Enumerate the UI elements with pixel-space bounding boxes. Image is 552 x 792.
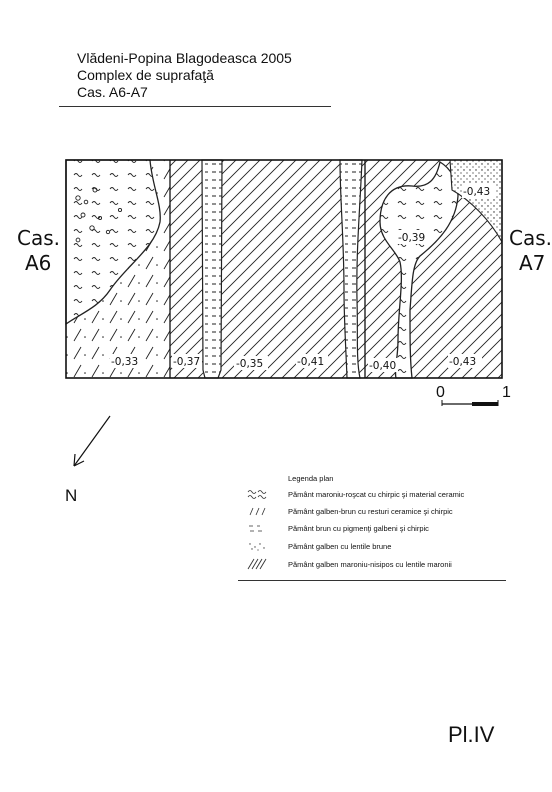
a7-pit-fill	[380, 162, 458, 378]
plan-frame	[65, 159, 503, 379]
plate-number: Pl.IV	[448, 722, 495, 747]
depth-label-6: -0,43	[449, 356, 476, 368]
header-rule	[59, 106, 331, 107]
depth-label-4: -0,41	[297, 356, 324, 368]
depth-label-2: -0,37	[173, 356, 200, 368]
depth-label-7: -0,39	[398, 232, 425, 244]
trench-strip-2-fill	[340, 160, 362, 378]
depth-label-5: -0,40	[369, 360, 396, 372]
left-cas-text: Cas.	[17, 226, 60, 250]
a6-sherds	[75, 187, 123, 243]
dot-symbol-icon	[249, 543, 265, 551]
wave-symbol-icon	[247, 490, 267, 499]
title-block: Vlădeni-Popina Blagodeasca 2005 Complex …	[77, 50, 292, 101]
a6-wavy-fill	[66, 160, 161, 324]
a7-corner-fill	[450, 160, 502, 242]
legend-title: Legenda plan	[288, 474, 334, 483]
scale-start: 0	[436, 384, 445, 401]
legend-item: Pământ galben cu lentile brune	[246, 540, 391, 552]
dash-symbol-icon	[249, 507, 266, 516]
north-arrow-icon	[73, 415, 111, 467]
right-house-label: Cas. A7	[509, 226, 552, 276]
scale-end: 1	[502, 384, 511, 401]
right-cas-text: Cas.	[509, 226, 552, 250]
depth-label-1: -0,33	[111, 356, 138, 368]
legend-text: Pământ brun cu pigmenţi galbeni şi chirp…	[288, 523, 429, 533]
legend-item: Pământ galben-brun cu resturi ceramice ş…	[246, 505, 453, 517]
trench-strip-1-fill	[202, 160, 222, 378]
site-title: Vlădeni-Popina Blagodeasca 2005	[77, 50, 292, 66]
legend-text: Pământ maroniu-roşcat cu chirpic şi mate…	[288, 489, 465, 499]
left-house-label: Cas. A6	[17, 226, 60, 276]
houses-title: Cas. A6-A7	[77, 84, 148, 100]
legend-text: Pământ galben-brun cu resturi ceramice ş…	[288, 506, 453, 516]
legend-item: Pământ galben maroniu-nisipos cu lentile…	[246, 558, 452, 570]
hatch-symbol-icon	[247, 558, 267, 570]
legend-item: Pământ brun cu pigmenţi galbeni şi chirp…	[246, 522, 429, 534]
north-label: N	[65, 486, 78, 505]
legend-text: Pământ galben cu lentile brune	[288, 541, 392, 551]
right-id-text: A7	[519, 251, 546, 275]
left-id-text: A6	[25, 251, 52, 275]
scale-bar: 0 1	[436, 384, 516, 414]
depth-label-3: -0,35	[236, 358, 263, 370]
legend-rule	[238, 580, 506, 581]
legend-item: Pământ maroniu-roşcat cu chirpic şi mate…	[246, 488, 464, 500]
depth-label-8: -0,43	[463, 186, 490, 198]
legend-text: Pământ galben maroniu-nisipos cu lentile…	[288, 559, 452, 569]
context-title: Complex de suprafaţă	[77, 67, 214, 83]
short-dash-symbol-icon	[249, 525, 262, 532]
